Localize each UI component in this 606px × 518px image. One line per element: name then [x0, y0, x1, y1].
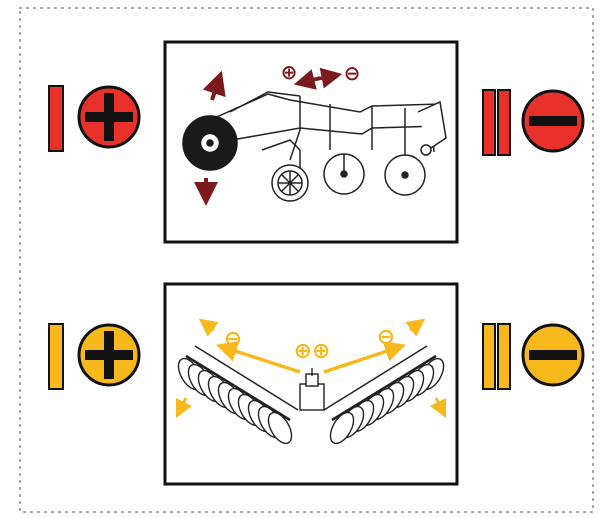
disc-harrow-side-view [182, 91, 447, 202]
roman-one-bar [48, 85, 64, 152]
top-right-indicator [482, 89, 585, 156]
roman-two-bar-2 [497, 89, 511, 156]
left-disc-gang [177, 357, 293, 445]
front-disc [271, 164, 309, 202]
roman-two-bar-1 [482, 323, 496, 390]
lift-up-arrow [202, 70, 226, 101]
minus-circle-icon [521, 89, 585, 153]
right-disc-gang [329, 357, 445, 445]
dotted-border [19, 7, 594, 513]
bottom-left-indicator [48, 323, 141, 390]
angle-arrows [175, 318, 447, 419]
disc-harrow-top-view [177, 345, 445, 445]
plus-circle-icon [77, 323, 141, 387]
roman-one-bar [48, 323, 64, 390]
top-plus-label: ⊕ [281, 60, 298, 84]
bottom-right-indicator [482, 323, 585, 390]
rear-disc [384, 154, 426, 196]
top-left-indicator [48, 85, 141, 152]
roman-two-bar-2 [497, 323, 511, 390]
plus-circle-icon [77, 85, 141, 149]
bottom-left-minus-label: ⊖ [224, 327, 242, 352]
roman-two-bar-1 [482, 89, 496, 156]
middle-disc [323, 153, 365, 195]
horizontal-adjust-arrow [293, 67, 343, 90]
bottom-right-minus-label: ⊖ [377, 325, 395, 350]
minus-circle-icon [521, 323, 585, 387]
bottom-center-plus-label: ⊕⊕ [294, 339, 331, 364]
top-minus-label: ⊖ [344, 61, 361, 85]
